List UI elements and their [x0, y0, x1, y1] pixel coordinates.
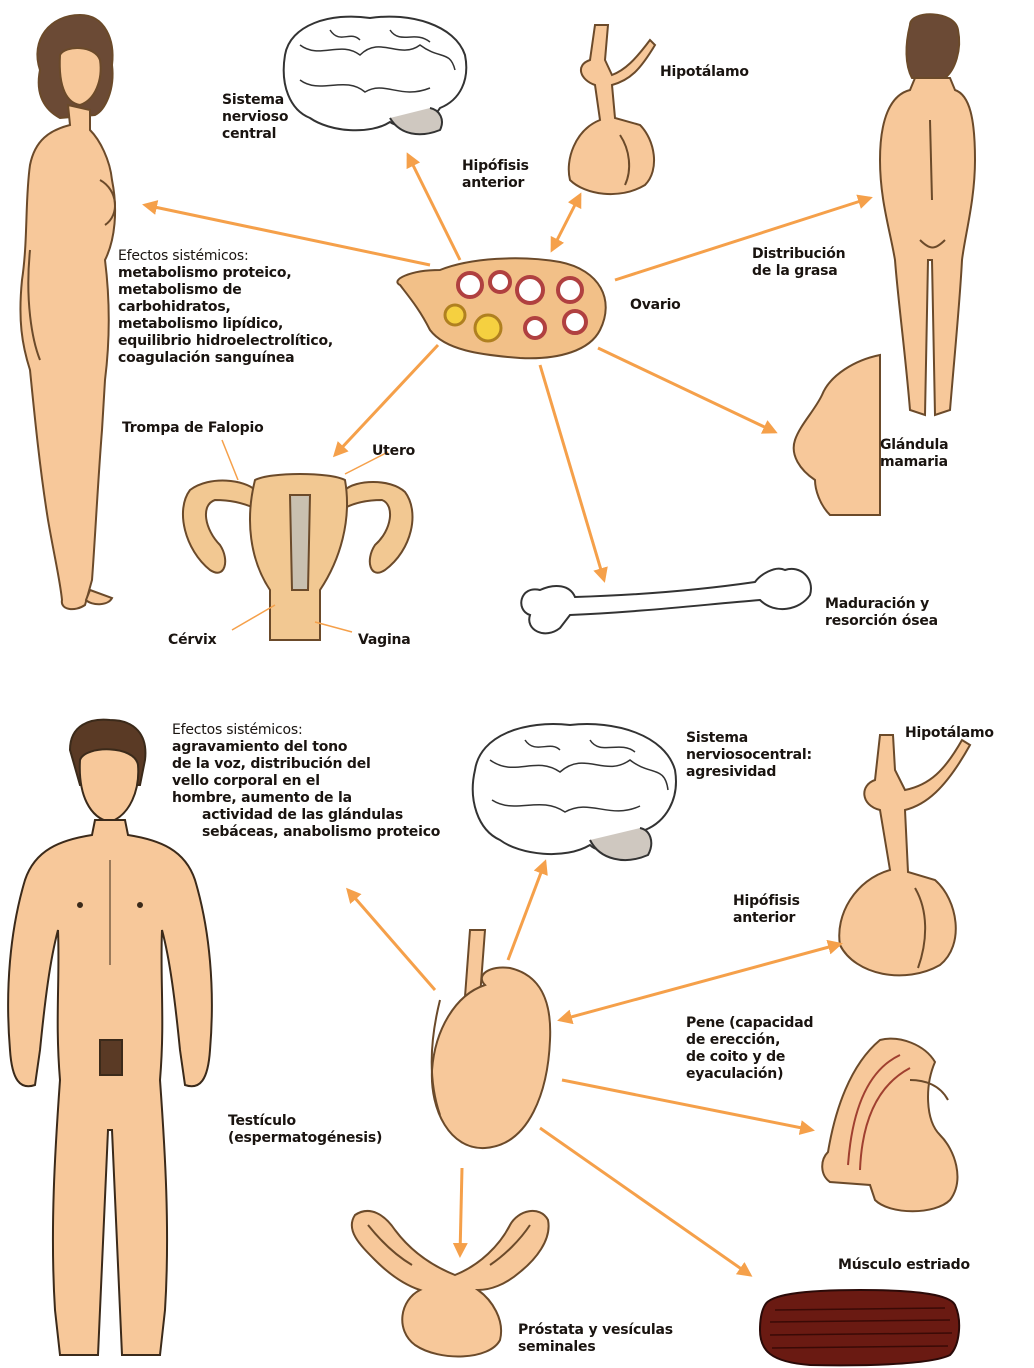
- penis-icon: [822, 1039, 957, 1212]
- penis-label: Pene (capacidad de erección, de coito y …: [686, 1015, 813, 1083]
- fat-distribution-label: Distribución de la grasa: [752, 246, 845, 280]
- female-systemic-effects: Efectos sistémicos: metabolismo proteico…: [118, 248, 333, 367]
- female-figure: [20, 15, 115, 609]
- testis-label: Testículo (espermatogénesis): [228, 1113, 382, 1147]
- uterus-icon: [183, 474, 413, 640]
- male-hypothalamus-label: Hipotálamo: [905, 725, 994, 742]
- ovary-icon: [397, 258, 605, 358]
- hypothalamus-pituitary-icon: [569, 25, 655, 194]
- female-back-figure: [880, 14, 975, 415]
- vagina-label: Vagina: [358, 632, 411, 649]
- muscle-icon: [760, 1290, 959, 1365]
- bone-icon: [521, 569, 811, 634]
- breast-icon: [794, 355, 880, 515]
- female-pituitary-label: Hipófisis anterior: [462, 158, 529, 192]
- brain-icon: [284, 17, 467, 135]
- mammary-gland-label: Glándula mamaria: [880, 437, 948, 471]
- male-hypothalamus-pituitary-icon: [839, 735, 970, 975]
- testis-icon: [432, 930, 550, 1148]
- uterus-label: Utero: [372, 443, 415, 460]
- male-cns-label: Sistema nerviosocentral: agresividad: [686, 730, 812, 781]
- fallopian-tube-label: Trompa de Falopio: [122, 420, 264, 437]
- male-brain-icon: [473, 724, 676, 860]
- male-systemic-effects: Efectos sistémicos: agravamiento del ton…: [172, 722, 440, 841]
- bone-label: Maduración y resorción ósea: [825, 596, 938, 630]
- female-cns-label: Sistema nervioso central: [222, 92, 288, 143]
- prostate-label: Próstata y vesículas seminales: [518, 1322, 673, 1356]
- striated-muscle-label: Músculo estriado: [838, 1257, 970, 1274]
- male-pituitary-label: Hipófisis anterior: [733, 893, 800, 927]
- ovary-label: Ovario: [630, 297, 681, 314]
- cervix-label: Cérvix: [168, 632, 216, 649]
- female-hypothalamus-label: Hipotálamo: [660, 64, 749, 81]
